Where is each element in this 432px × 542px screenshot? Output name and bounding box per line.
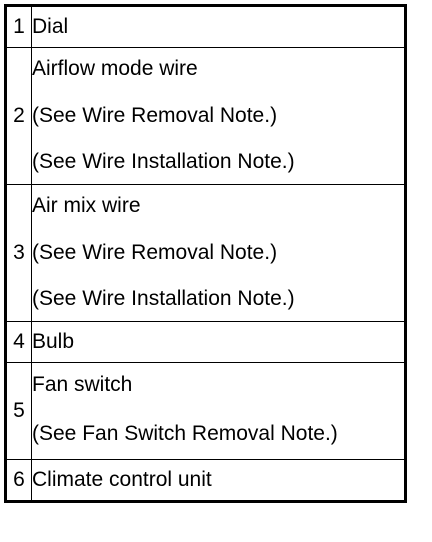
table-row: 3 Air mix wire (See Wire Removal Note.) … [5,184,406,322]
row-description: Bulb [31,321,406,363]
row-number: 1 [5,5,32,48]
part-name: Fan switch [32,373,133,396]
reference-note: (See Wire Installation Note.) [32,287,295,310]
table-row: 5 Fan switch (See Fan Switch Removal Not… [5,362,406,460]
part-name: Dial [32,15,69,38]
reference-note: (See Wire Removal Note.) [32,104,278,127]
table-row: 1 Dial [5,5,406,48]
row-description: Air mix wire (See Wire Removal Note.) (S… [31,184,406,322]
parts-legend-table: 1 Dial 2 Airflow mode wire (See Wire Rem… [4,4,407,503]
part-name: Climate control unit [32,468,212,491]
row-number: 3 [5,184,32,322]
row-description: Fan switch (See Fan Switch Removal Note.… [31,362,406,460]
row-number: 6 [5,459,32,502]
table-row: 2 Airflow mode wire (See Wire Removal No… [5,47,406,185]
reference-note: (See Fan Switch Removal Note.) [32,422,338,445]
reference-note: (See Wire Installation Note.) [32,150,295,173]
row-number: 2 [5,47,32,185]
table-row: 4 Bulb [5,321,406,363]
row-description: Climate control unit [31,459,406,502]
row-number: 4 [5,321,32,363]
row-number: 5 [5,362,32,460]
reference-note: (See Wire Removal Note.) [32,241,278,264]
table-row: 6 Climate control unit [5,459,406,502]
row-description: Airflow mode wire (See Wire Removal Note… [31,47,406,185]
part-name: Bulb [32,330,75,353]
row-description: Dial [31,5,406,48]
part-name: Airflow mode wire [32,57,198,80]
part-name: Air mix wire [32,194,141,217]
